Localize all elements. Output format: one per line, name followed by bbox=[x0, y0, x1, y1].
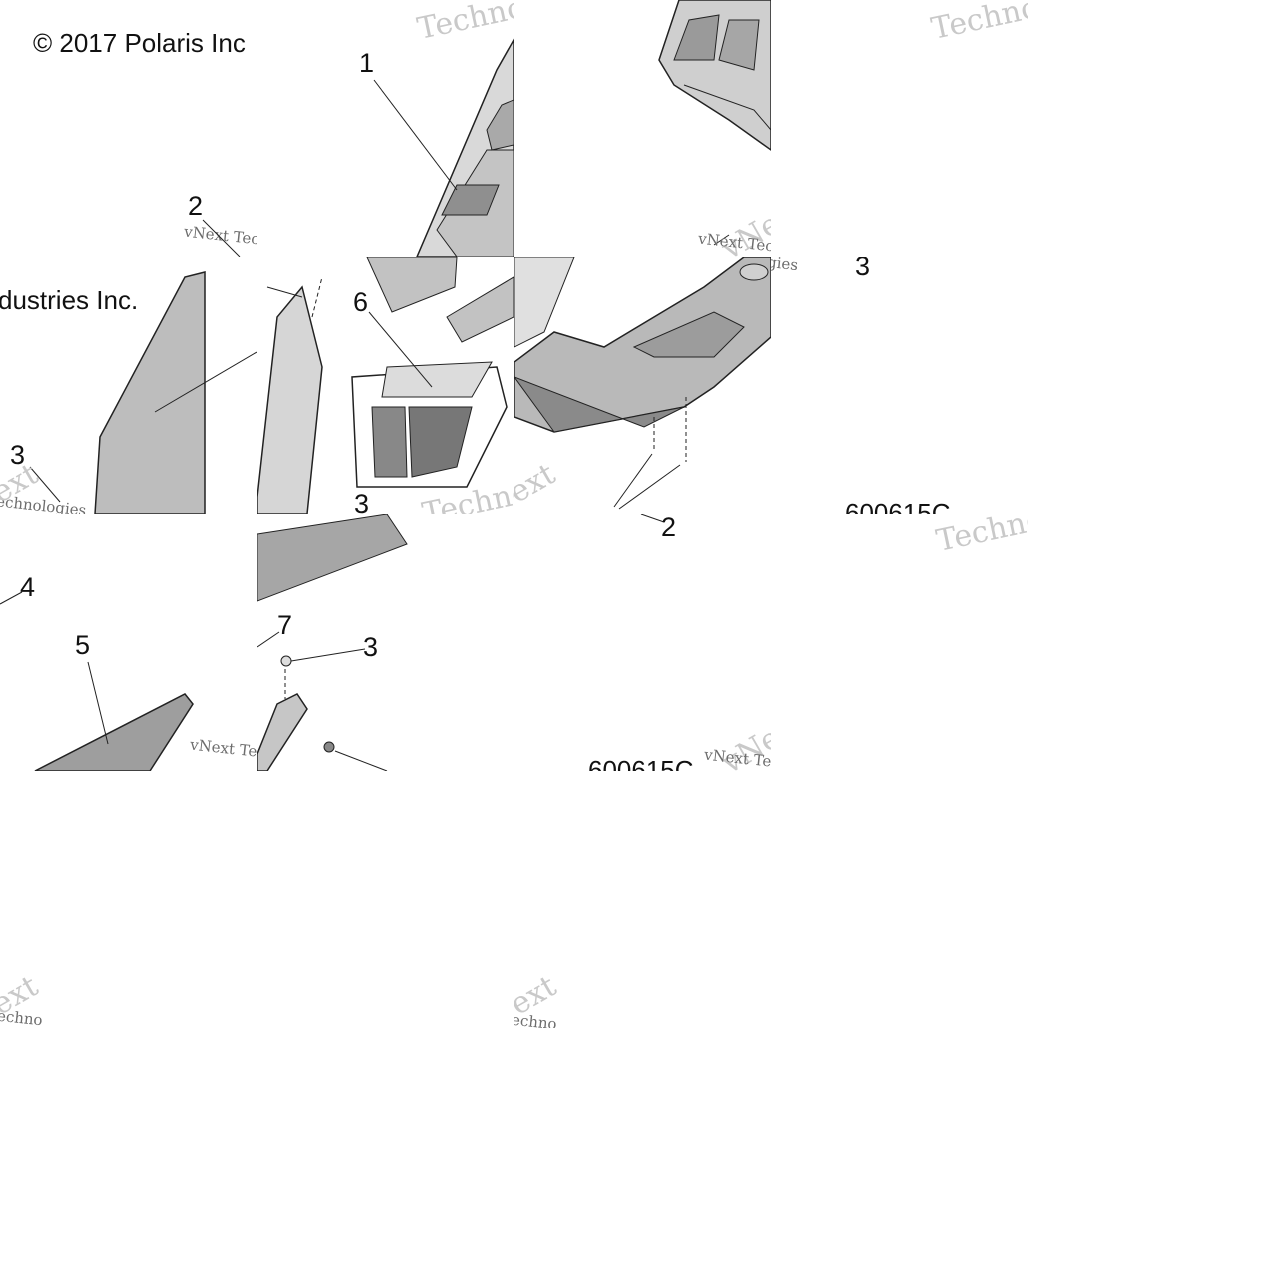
tile-blank: ext echno bbox=[0, 771, 257, 1028]
lower-panel-part bbox=[0, 591, 194, 771]
watermark-text: Techno bbox=[928, 0, 1028, 47]
tile-front-hood: ext bbox=[514, 257, 771, 514]
vent-part bbox=[257, 257, 514, 514]
tile-part-7: 7 3 bbox=[257, 514, 514, 771]
watermark-text: echno bbox=[514, 1010, 558, 1028]
diagram-code: 600615C bbox=[845, 498, 951, 514]
callout-2: 2 bbox=[188, 191, 204, 221]
tile-watermark: Techno bbox=[771, 514, 1028, 771]
leader-lines bbox=[640, 514, 665, 523]
bracket-part bbox=[257, 514, 408, 771]
callout-3: 3 bbox=[10, 440, 26, 470]
tile-copyright: © 2017 Polaris Inc 2 vNext Tech bbox=[0, 0, 257, 257]
callout-3: 3 bbox=[855, 257, 871, 281]
leader-lines bbox=[202, 219, 241, 257]
callout-3: 3 bbox=[354, 489, 370, 515]
tile-code-bottom: 2 600615C vNext vNext Tech bbox=[514, 514, 771, 771]
side-panel-part bbox=[373, 38, 514, 257]
tile-blank: ext echno bbox=[514, 771, 771, 1028]
callout-6: 6 bbox=[353, 287, 369, 317]
tile-part-6: 6 3 Techno bbox=[257, 257, 514, 514]
diagram-code: 600615C bbox=[588, 755, 694, 771]
callout-1: 1 bbox=[359, 48, 375, 78]
copyright-text: © 2017 Polaris Inc bbox=[33, 28, 246, 58]
watermark-text: Technologies bbox=[771, 257, 800, 275]
callout-5: 5 bbox=[75, 630, 91, 660]
tile-part-3-panel: dustries Inc. 3 echnologies ext bbox=[0, 257, 257, 514]
callout-7: 7 bbox=[277, 610, 293, 640]
tile-part-1: 1 Techno bbox=[257, 0, 514, 257]
tile-part-4-5: 4 5 vNext Tech bbox=[0, 514, 257, 771]
tile-code-top: 3 Technologies 600615C bbox=[771, 257, 1028, 514]
watermark-text: Techno bbox=[933, 514, 1028, 559]
tile-hood-top: vNext vNext Tech bbox=[514, 0, 771, 257]
hood-top-part bbox=[658, 0, 771, 246]
flat-panel-part bbox=[29, 271, 257, 514]
callout-3: 3 bbox=[363, 632, 379, 662]
callout-4: 4 bbox=[20, 572, 36, 602]
watermark-text: echno bbox=[0, 1006, 44, 1028]
front-hood-part bbox=[514, 257, 771, 510]
copyright-text: dustries Inc. bbox=[0, 285, 139, 315]
tile-watermark: Techno bbox=[771, 0, 1028, 257]
callout-2: 2 bbox=[661, 514, 677, 542]
